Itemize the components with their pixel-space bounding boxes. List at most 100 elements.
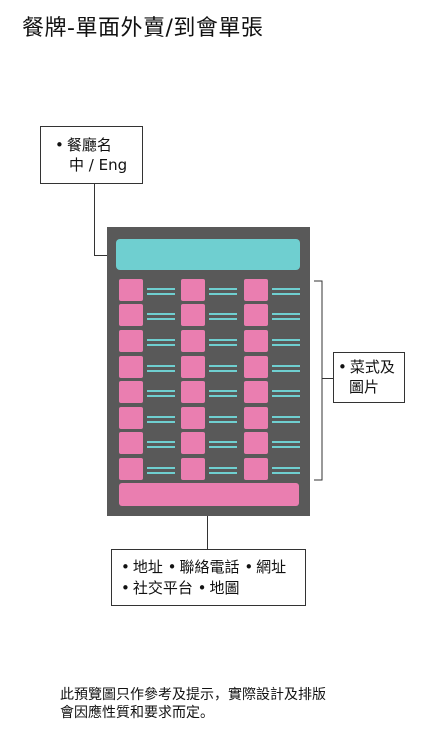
dish-text-line [272,441,300,443]
dish-text-line [147,293,175,295]
dish-text-line [209,421,237,423]
dish-image-placeholder [244,330,268,352]
dish-text-line [147,467,175,469]
dish-text-line [147,365,175,367]
bullet: • [121,579,130,597]
dish-image-placeholder [181,330,205,352]
bullet: • [167,558,177,576]
dishes-text: 菜式及 [349,358,395,376]
bullet: • [244,558,254,576]
website-text: 網址 [256,558,287,576]
connector-name-vertical [94,182,95,255]
dishes-text-2: 圖片 [349,378,380,396]
dish-image-placeholder [119,407,143,429]
connector-dishes-horizontal [322,378,333,379]
contact-label: •地址 •聯絡電話 •網址 •社交平台 •地圖 [111,549,306,606]
dish-text-line [147,395,175,397]
social-text: 社交平台 [132,579,193,597]
dish-text-line [272,339,300,341]
dishes-bracket [314,280,323,481]
dish-text-line [272,472,300,474]
restaurant-name-label: •餐廳名 中 / Eng [40,126,143,184]
dish-text-line [272,288,300,290]
connector-contact-vertical [207,496,208,549]
dish-image-placeholder [181,279,205,301]
dish-image-placeholder [181,304,205,326]
dish-text-line [272,318,300,320]
dishes-label: •菜式及 圖片 [333,352,405,403]
page-title: 餐牌-單面外賣/到會單張 [22,16,264,41]
dish-image-placeholder [119,458,143,480]
dish-text-line [147,390,175,392]
dish-text-line [209,416,237,418]
dish-text-line [272,365,300,367]
dish-text-line [209,370,237,372]
dish-text-line [209,446,237,448]
dish-text-line [147,416,175,418]
dish-text-line [209,318,237,320]
dish-text-line [272,344,300,346]
dish-text-line [147,472,175,474]
dish-text-line [209,288,237,290]
menu-card [107,227,310,516]
dish-text-line [209,339,237,341]
dish-image-placeholder [181,381,205,403]
dish-text-line [209,441,237,443]
dish-text-line [272,370,300,372]
dish-text-line [272,293,300,295]
dish-image-placeholder [181,458,205,480]
dish-text-line [209,467,237,469]
contact-bar [119,483,299,506]
dish-image-placeholder [244,407,268,429]
dish-image-placeholder [244,279,268,301]
dish-text-line [209,365,237,367]
dish-text-line [147,318,175,320]
dish-text-line [209,390,237,392]
restaurant-name-bar [116,239,300,270]
dish-text-line [272,390,300,392]
dish-image-placeholder [119,432,143,454]
dish-image-placeholder [244,458,268,480]
dish-text-line [209,293,237,295]
dish-text-line [147,421,175,423]
dish-text-line [147,446,175,448]
dish-image-placeholder [181,407,205,429]
footnote-line-2: 會因應性質和要求而定。 [60,705,214,721]
phone-text: 聯絡電話 [179,558,240,576]
dish-text-line [272,467,300,469]
dish-text-line [209,344,237,346]
footnote: 此預覽圖只作參考及提示，實際設計及排版 會因應性質和要求而定。 [60,686,326,722]
dish-text-line [147,344,175,346]
dish-image-placeholder [119,304,143,326]
map-text: 地圖 [209,579,240,597]
footnote-line-1: 此預覽圖只作參考及提示，實際設計及排版 [60,687,326,703]
dish-text-line [272,446,300,448]
dish-text-line [272,313,300,315]
dish-text-line [209,472,237,474]
dish-text-line [272,395,300,397]
dish-image-placeholder [244,381,268,403]
dish-image-placeholder [119,279,143,301]
bullet: • [121,558,130,576]
dish-image-placeholder [244,356,268,378]
dish-text-line [272,416,300,418]
dish-text-line [147,288,175,290]
dish-text-line [147,370,175,372]
dish-text-line [272,421,300,423]
dish-text-line [209,395,237,397]
restaurant-name-lang: 中 / Eng [69,156,128,174]
dish-image-placeholder [244,304,268,326]
restaurant-name-text: 餐廳名 [66,136,112,154]
bullet: • [55,136,64,154]
dish-text-line [147,313,175,315]
dish-image-placeholder [119,356,143,378]
bullet: • [338,358,347,376]
dish-text-line [147,441,175,443]
dish-image-placeholder [119,381,143,403]
dish-image-placeholder [119,330,143,352]
dish-image-placeholder [181,432,205,454]
bullet: • [197,579,207,597]
address-text: 地址 [132,558,163,576]
dish-text-line [209,313,237,315]
dish-image-placeholder [244,432,268,454]
